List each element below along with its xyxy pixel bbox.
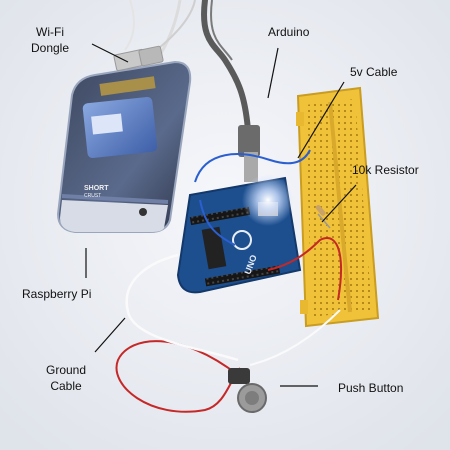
label-10k-resistor: 10k Resistor <box>352 163 419 177</box>
label-arduino: Arduino <box>268 25 310 39</box>
led-glow <box>242 174 294 226</box>
label-ground-cable: Ground Cable <box>45 363 87 393</box>
case-brand-line1: SHORT <box>84 185 109 192</box>
label-5v-cable: 5v Cable <box>350 65 398 79</box>
label-wifi-dongle: Wi-Fi Dongle <box>30 25 70 55</box>
red-wire-board <box>267 237 342 301</box>
top-cables <box>124 0 251 133</box>
push-button <box>228 368 267 413</box>
ground-wire <box>125 253 239 362</box>
leader-lines <box>85 43 357 387</box>
breadboard <box>296 86 380 328</box>
wifi-dongle <box>113 45 164 72</box>
label-push-button: Push Button <box>338 381 404 395</box>
resistor <box>315 204 331 229</box>
raspberry-pi-case: SHORT CRUST <box>56 60 192 233</box>
blue-wire <box>194 149 311 183</box>
label-raspberry-pi: Raspberry Pi <box>22 287 92 301</box>
case-brand-line2: CRUST <box>84 193 101 199</box>
arduino-usb-plug <box>238 125 260 182</box>
